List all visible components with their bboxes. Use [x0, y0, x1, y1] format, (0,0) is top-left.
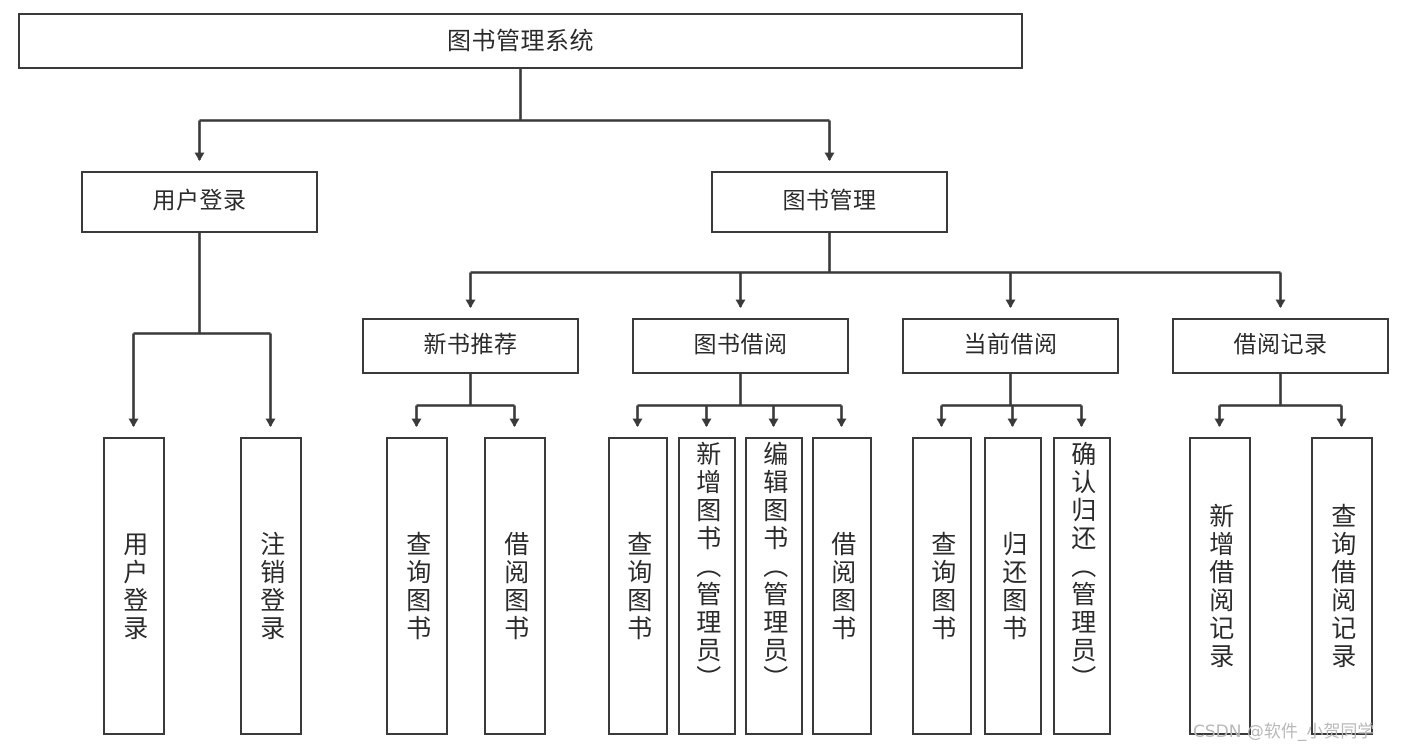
leaf-query-book-2[interactable]: 查询图书 [608, 437, 668, 735]
leaf-borrow-book-1-label: 借阅图书 [500, 531, 530, 643]
leaf-query-borrow-record-label: 查询借阅记录 [1327, 503, 1357, 671]
leaf-query-book-1-label: 查询图书 [402, 531, 432, 643]
node-book-borrow-label: 图书借阅 [693, 332, 788, 359]
leaf-add-book-admin-label: 新增图书（管理员） [692, 441, 722, 693]
node-root[interactable]: 图书管理系统 [18, 13, 1023, 69]
leaf-confirm-return-admin[interactable]: 确认归还（管理员） [1053, 437, 1111, 735]
node-current-borrow[interactable]: 当前借阅 [902, 318, 1119, 374]
leaf-borrow-book-2-label: 借阅图书 [827, 531, 857, 643]
node-new-book-recommend-label: 新书推荐 [423, 332, 518, 359]
leaf-add-book-admin[interactable]: 新增图书（管理员） [678, 437, 736, 735]
node-root-label: 图书管理系统 [447, 26, 594, 55]
node-book-borrow[interactable]: 图书借阅 [632, 318, 849, 374]
node-borrow-record[interactable]: 借阅记录 [1172, 318, 1389, 374]
leaf-logout[interactable]: 注销登录 [240, 437, 302, 735]
leaf-user-login[interactable]: 用户登录 [103, 437, 165, 735]
leaf-edit-book-admin-label: 编辑图书（管理员） [759, 441, 789, 693]
node-book-management[interactable]: 图书管理 [711, 171, 948, 233]
csdn-watermark: CSDN @软件_小贺同学 [1193, 722, 1375, 742]
leaf-query-book-2-label: 查询图书 [623, 531, 653, 643]
leaf-borrow-book-1[interactable]: 借阅图书 [484, 437, 546, 735]
leaf-logout-label: 注销登录 [256, 531, 286, 643]
node-new-book-recommend[interactable]: 新书推荐 [362, 318, 579, 374]
leaf-confirm-return-admin-label: 确认归还（管理员） [1067, 441, 1097, 693]
node-user-login[interactable]: 用户登录 [81, 171, 318, 233]
leaf-query-book-1[interactable]: 查询图书 [386, 437, 448, 735]
leaf-return-book[interactable]: 归还图书 [984, 437, 1042, 735]
node-book-management-label: 图书管理 [782, 188, 877, 215]
leaf-query-book-3-label: 查询图书 [927, 531, 957, 643]
leaf-query-book-3[interactable]: 查询图书 [912, 437, 972, 735]
leaf-query-borrow-record[interactable]: 查询借阅记录 [1311, 437, 1373, 735]
node-current-borrow-label: 当前借阅 [963, 332, 1058, 359]
leaf-add-borrow-record-label: 新增借阅记录 [1205, 503, 1235, 671]
leaf-add-borrow-record[interactable]: 新增借阅记录 [1189, 437, 1251, 735]
node-borrow-record-label: 借阅记录 [1233, 332, 1328, 359]
leaf-return-book-label: 归还图书 [998, 531, 1028, 643]
leaf-edit-book-admin[interactable]: 编辑图书（管理员） [745, 437, 803, 735]
leaf-borrow-book-2[interactable]: 借阅图书 [812, 437, 872, 735]
node-user-login-label: 用户登录 [152, 188, 247, 215]
leaf-user-login-label: 用户登录 [119, 531, 149, 643]
